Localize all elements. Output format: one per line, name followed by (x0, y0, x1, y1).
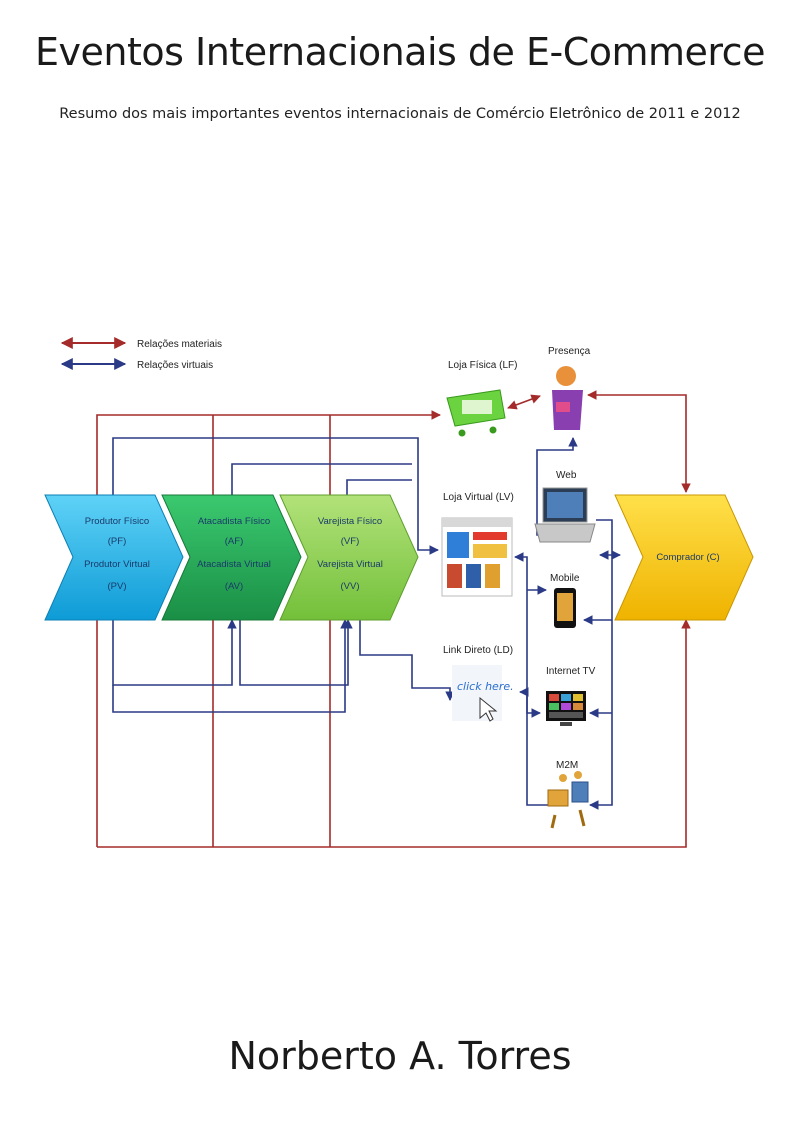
presenca-label: Presença (548, 346, 591, 357)
click-here-icon: click here. (452, 665, 514, 722)
chevron-atacadista: Atacadista Físico (AF) Atacadista Virtua… (161, 494, 302, 621)
svg-text:Varejista Físico: Varejista Físico (318, 516, 382, 527)
chevron-comprador: Comprador (C) (614, 494, 754, 621)
svg-text:(VV): (VV) (341, 581, 360, 592)
svg-text:Comprador (C): Comprador (C) (656, 552, 719, 563)
cover-subtitle: Resumo dos mais importantes eventos inte… (59, 106, 741, 122)
svg-text:(PF): (PF) (108, 536, 126, 547)
internet-tv-label: Internet TV (546, 666, 596, 677)
cover-title: Eventos Internacionais de E-Commerce (35, 30, 765, 74)
web-label: Web (556, 470, 577, 481)
virtual-relations (112, 437, 621, 810)
click-here-text: click here. (457, 680, 514, 693)
smartphone-icon (554, 588, 576, 628)
laptop-icon (534, 487, 596, 543)
cover-author: Norberto A. Torres (228, 1034, 572, 1078)
person-shopper-icon (552, 366, 583, 430)
svg-text:(AV): (AV) (225, 581, 243, 592)
m2m-label: M2M (556, 760, 578, 771)
legend-material-label: Relações materiais (137, 339, 222, 350)
legend: Relações materiais Relações virtuais (60, 337, 222, 371)
svg-text:Atacadista Virtual: Atacadista Virtual (197, 559, 271, 570)
svg-text:(AF): (AF) (225, 536, 243, 547)
svg-text:Produtor Virtual: Produtor Virtual (84, 559, 150, 570)
legend-virtual-label: Relações virtuais (137, 360, 213, 371)
svg-text:(PV): (PV) (108, 581, 127, 592)
chevron-varejista: Varejista Físico (VF) Varejista Virtual … (279, 494, 419, 621)
svg-text:(VF): (VF) (341, 536, 359, 547)
svg-text:Varejista Virtual: Varejista Virtual (317, 559, 383, 570)
loja-virtual-label: Loja Virtual (LV) (443, 492, 514, 503)
mobile-label: Mobile (550, 573, 580, 584)
svg-text:Atacadista Físico: Atacadista Físico (198, 516, 270, 527)
machine-to-machine-icon (547, 771, 589, 829)
loja-fisica-label: Loja Física (LF) (448, 360, 517, 371)
chevron-produtor: Produtor Físico (PF) Produtor Virtual (P… (44, 494, 184, 621)
ecommerce-flow-diagram: Relações materiais Relações virtuais (44, 337, 754, 848)
shopping-cart-icon (446, 389, 506, 437)
material-relations (96, 390, 691, 848)
tv-icon (546, 691, 586, 726)
web-store-icon (441, 517, 513, 597)
svg-text:Produtor Físico: Produtor Físico (85, 516, 149, 527)
link-direto-label: Link Direto (LD) (443, 645, 513, 656)
